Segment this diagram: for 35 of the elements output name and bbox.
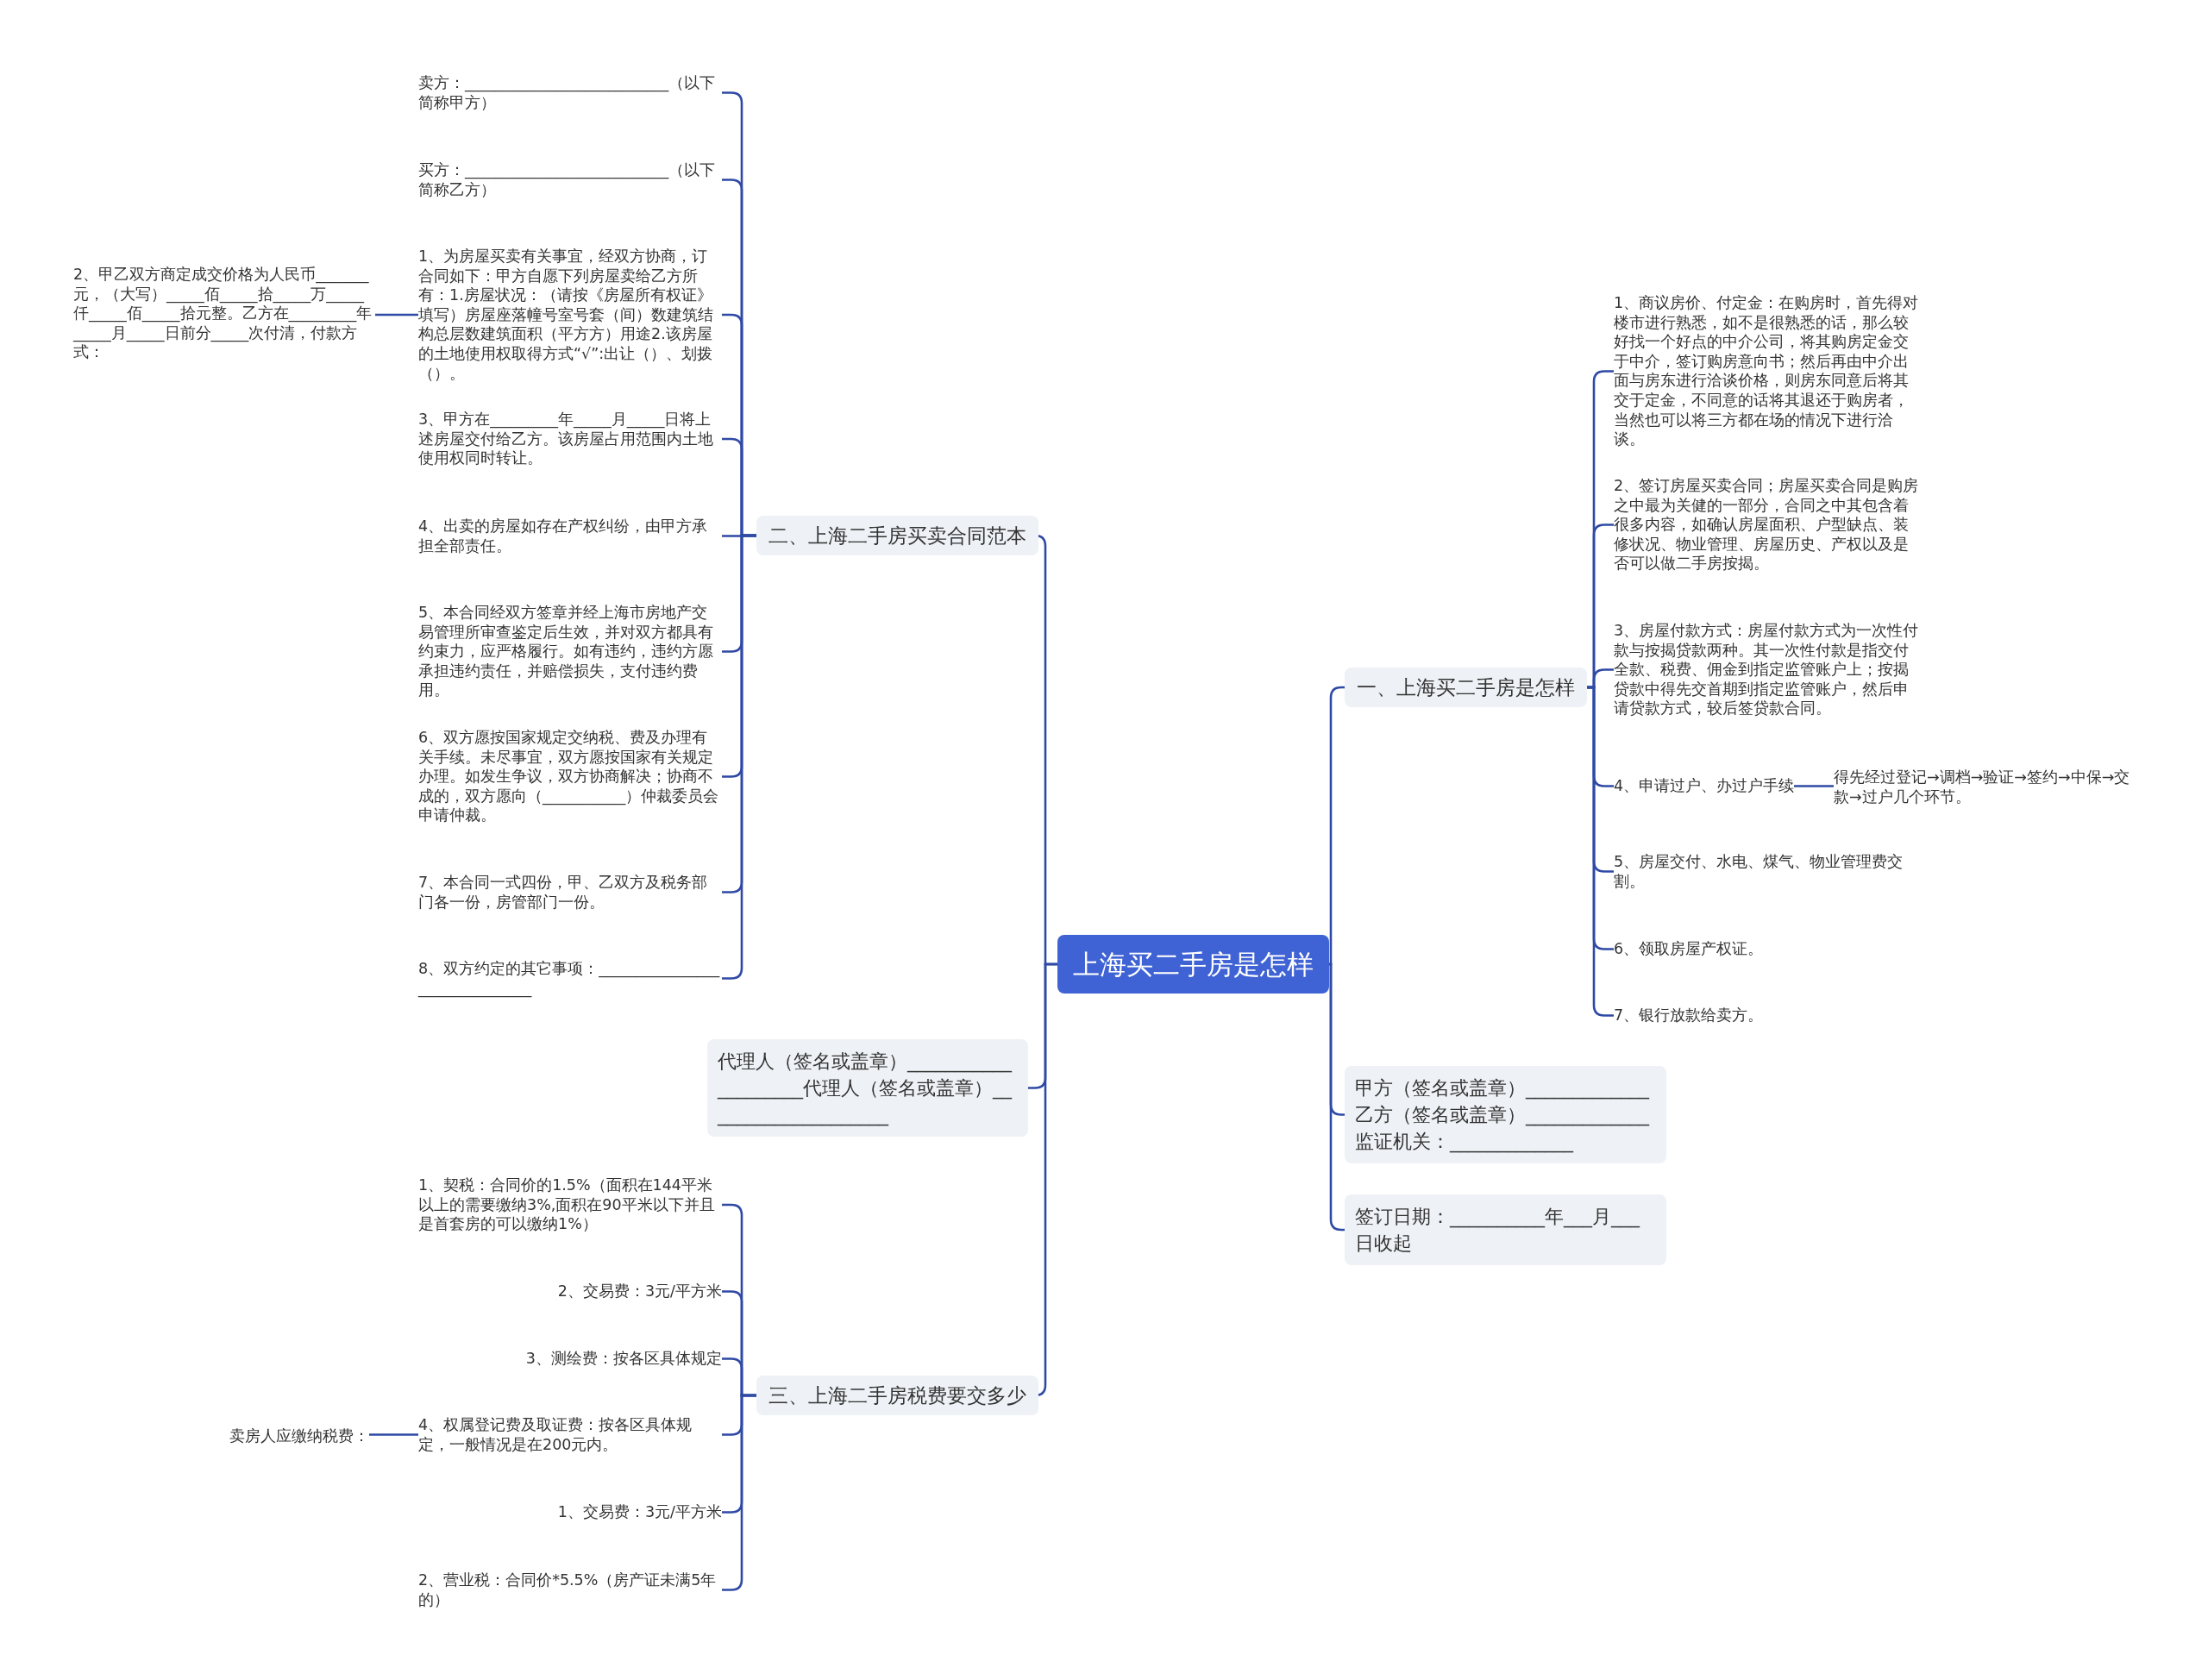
leaf-text: 7、本合同一式四份，甲、乙双方及税务部门各一份，房管部门一份。 (418, 873, 722, 912)
leaf-text: 买方：___________________________（以下简称乙方） (418, 160, 722, 200)
leaf-text: 1、契税：合同价的1.5%（面积在144平米以上的需要缴纳3%,面积在90平米以下并且是首套房的可以缴纳1%） (418, 1175, 722, 1234)
leaf-text: 卖方：___________________________（以下简称甲方） (418, 73, 722, 113)
leaf-text: 1、为房屋买卖有关事宜，经双方协商，订合同如下：甲方自愿下列房屋卖给乙方所有：1.房屋状况：（请按《房屋所有权证》填写）房屋座落幢号室号套（间）数建筑结构总层数建筑面积（平方方）用途2.该房屋的土地使用权取得方式“√”:出让（）、划拨（）。 (418, 247, 722, 384)
connector-line (369, 1433, 418, 1436)
leaf-text: 2、甲乙双方商定成交价格为人民币_______元，（大写）_____佰_____拾_____万_____仟_____佰_____拾元整。乙方在_________年_____月_____日前分_____次付清，付款方式： (73, 265, 375, 362)
leaf-text: 2、交易费：3元/平方米 (557, 1282, 722, 1301)
leaf-text: 7、银行放款给卖方。 (1614, 1006, 1764, 1025)
leaf-text: 4、出卖的房屋如存在产权纠纷，由甲方承担全部责任。 (418, 517, 722, 556)
leaf-text: 1、商议房价、付定金：在购房时，首先得对楼市进行熟悉，如不是很熟悉的话，那么较好找一个好点的中介公司，将其购房定金交于中介，签订购房意向书；然后再由中介出面与房东进行洽谈价格，则房东同意后将其交于定金，不同意的话将其退还于购房者，当然也可以将三方都在场的情况下进行洽谈。 (1614, 293, 1921, 449)
topic-box: 一、上海买二手房是怎样 (1345, 668, 1587, 707)
note-box: 代理人（签名或盖章）____________________代理人（签名或盖章）____________________ (707, 1039, 1028, 1137)
leaf-text: 2、签订房屋买卖合同；房屋买卖合同是购房之中最为关健的一部分，合同之中其包含着很多内容，如确认房屋面积、户型缺点、装修状况、物业管理、房屋历史、产权以及是否可以做二手房按揭。 (1614, 476, 1921, 574)
topic-box: 三、上海二手房税费要交多少 (756, 1376, 1038, 1415)
leaf-text: 1、交易费：3元/平方米 (557, 1502, 722, 1522)
leaf-text: 得先经过登记→调档→验证→签约→中保→交款→过户几个环节。 (1834, 768, 2141, 807)
note-box: 甲方（签名或盖章）_____________乙方（签名或盖章）_____________监证机关：_____________ (1345, 1066, 1666, 1163)
connector-line (1794, 785, 1834, 787)
leaf-text: 3、房屋付款方式：房屋付款方式为一次性付款与按揭贷款两种。其一次性付款是指交付全款、税费、佣金到指定监管账户上；按揭贷款中得先交首期到指定监管账户，然后申请贷款方式，较后签贷款合同。 (1614, 621, 1921, 718)
leaf-text: 2、营业税：合同价*5.5%（房产证未满5年的） (418, 1570, 722, 1610)
leaf-text: 3、测绘费：按各区具体规定 (525, 1349, 722, 1369)
leaf-text: 卖房人应缴纳税费： (229, 1426, 369, 1446)
connector-line (375, 313, 418, 317)
root-topic-box: 上海买二手房是怎样 (1057, 935, 1329, 994)
topic-box: 二、上海二手房买卖合同范本 (756, 516, 1038, 555)
note-box: 签订日期：__________年___月___日收起 (1345, 1194, 1666, 1265)
leaf-text: 5、房屋交付、水电、煤气、物业管理费交割。 (1614, 852, 1921, 892)
leaf-text: 3、甲方在_________年_____月_____日将上述房屋交付给乙方。该房屋占用范围内土地使用权同时转让。 (418, 410, 722, 468)
leaf-text: 4、申请过户、办过户手续 (1614, 776, 1795, 796)
leaf-text: 6、双方愿按国家规定交纳税、费及办理有关手续。未尽事宜，双方愿按国家有关规定办理。如发生争议，双方协商解决；协商不成的，双方愿向（___________）仲裁委员会申请仲裁。 (418, 728, 722, 825)
leaf-text: 6、领取房屋产权证。 (1614, 939, 1764, 959)
leaf-text: 8、双方约定的其它事项：_______________________________ (418, 959, 722, 999)
leaf-text: 4、权属登记费及取证费：按各区具体规定，一般情况是在200元内。 (418, 1415, 722, 1455)
leaf-text: 5、本合同经双方签章并经上海市房地产交易管理所审查鉴定后生效，并对双方都具有约束力，应严格履行。如有违约，违约方愿承担违约责任，并赔偿损失，支付违约费用。 (418, 603, 722, 700)
